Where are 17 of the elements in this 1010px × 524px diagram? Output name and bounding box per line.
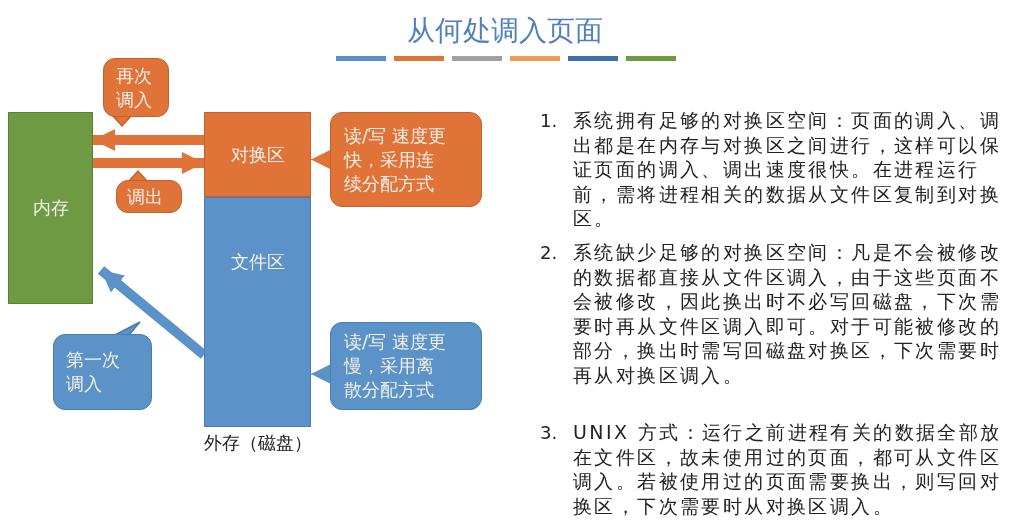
callout-bubble: 再次调入 — [103, 58, 169, 117]
callout-bubble: 读/写 速度更快，采用连续分配方式 — [330, 112, 482, 207]
block-arrow — [93, 152, 204, 174]
list-number: 1. — [540, 110, 558, 131]
list-number: 3. — [540, 422, 558, 443]
list-number: 2. — [540, 242, 558, 263]
disk-label: 外存（磁盘） — [202, 431, 313, 455]
callout-bubble: 第一次调入 — [53, 334, 152, 410]
memory-box: 内存 — [8, 112, 93, 304]
swap-area-box: 对换区 — [204, 112, 311, 197]
list-paragraph: UNIX 方式：运行之前进程有关的数据全部放在文件区，故未使用过的页面，都可从文件区调入。若被使用过的页面需要换出，则写回对换区，下次需要时从对换区调入。 — [573, 420, 1003, 518]
list-paragraph: 系统拥有足够的对换区空间：页面的调入、调出都是在内存与对换区之间进行，这样可以保证页面的调入、调出速度很快。在进程运行前，需将进程相关的数据从文件区复制到对换区。 — [573, 108, 1002, 231]
block-arrow — [93, 129, 204, 151]
title: 从何处调入页面 — [406, 13, 604, 49]
list-paragraph: 系统缺少足够的对换区空间：凡是不会被修改的数据都直接从文件区调入，由于这些页面不会被修改，因此换出时不必写回磁盘，下次需要时再从文件区调入即可。对于可能被修改的部分，换出时需写回磁盘对换区，下次需要时再从对换区调入。 — [573, 240, 1002, 387]
callout-bubble: 读/写 速度更慢，采用离散分配方式 — [330, 322, 482, 410]
file-area-box: 文件区 — [204, 197, 311, 427]
